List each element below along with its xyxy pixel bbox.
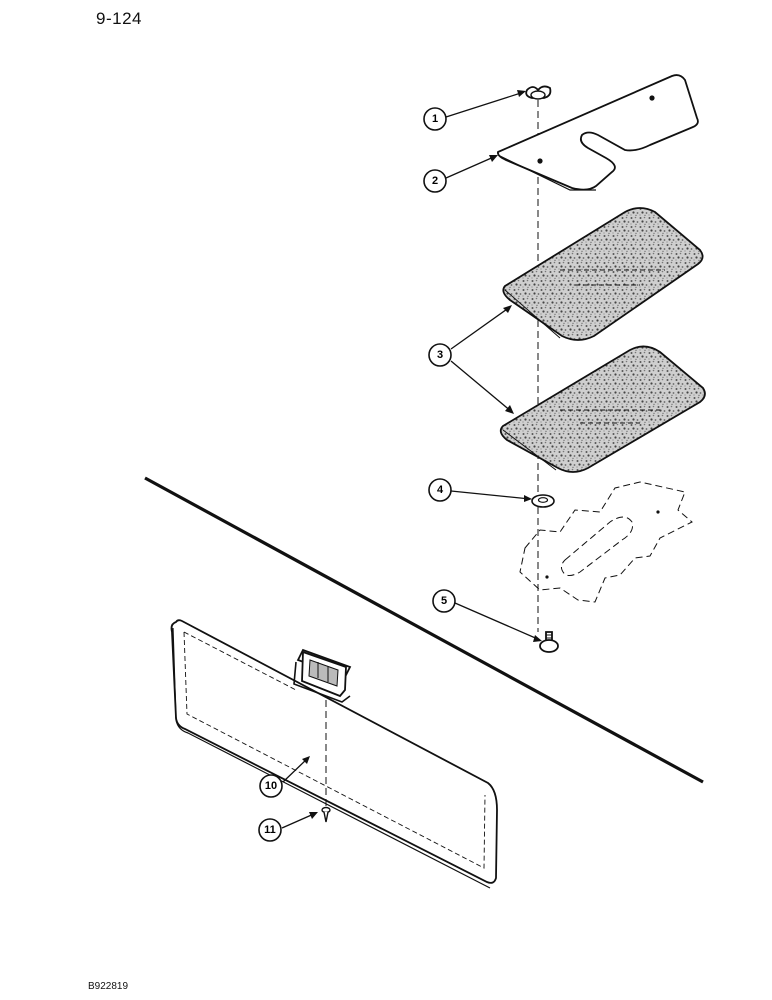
callout-label-4: 4 — [437, 484, 444, 496]
callout-10: 10 — [259, 774, 283, 798]
pad-upper-part — [502, 207, 704, 341]
screw-part — [321, 806, 331, 823]
callout-2: 2 — [423, 169, 447, 193]
leader-line-1 — [445, 91, 525, 118]
callout-label-3: 3 — [437, 349, 443, 361]
callout-label-10: 10 — [265, 780, 277, 792]
leader-arrow-3b — [505, 405, 514, 414]
slotted-plate-part — [497, 74, 699, 191]
leader-line-5 — [454, 602, 541, 641]
leader-arrow-11 — [309, 812, 318, 819]
mounting-bracket-phantom — [519, 481, 693, 603]
bolt-part — [539, 631, 559, 653]
sun-visor-part — [170, 619, 498, 889]
leader-arrow-5 — [533, 635, 542, 642]
washer-part — [531, 494, 555, 508]
callout-5: 5 — [432, 589, 456, 613]
callout-4: 4 — [428, 478, 452, 502]
leader-arrow-1 — [517, 90, 526, 97]
leader-arrow-4 — [524, 495, 532, 502]
callout-label-1: 1 — [432, 113, 438, 125]
leader-arrow-10 — [302, 756, 310, 764]
page-number: 9-124 — [96, 9, 142, 28]
leader-line-2 — [445, 155, 497, 179]
reference-code: B922819 — [88, 981, 129, 992]
callout-11: 11 — [258, 818, 282, 842]
wing-nut-part — [525, 85, 552, 100]
leader-line-3b — [450, 360, 513, 413]
leader-line-4 — [450, 490, 531, 500]
callout-3: 3 — [428, 343, 452, 367]
callout-1: 1 — [423, 107, 447, 131]
leader-line-10 — [282, 757, 309, 783]
pad-lower-part — [499, 345, 706, 473]
leader-arrow-3a — [503, 305, 512, 313]
section-divider-line — [144, 476, 704, 784]
callout-label-5: 5 — [441, 595, 447, 607]
callout-label-11: 11 — [264, 824, 276, 836]
leader-line-11 — [281, 812, 317, 829]
leader-arrow-2 — [489, 155, 498, 162]
leader-line-3a — [450, 306, 511, 350]
callout-label-2: 2 — [432, 175, 438, 187]
